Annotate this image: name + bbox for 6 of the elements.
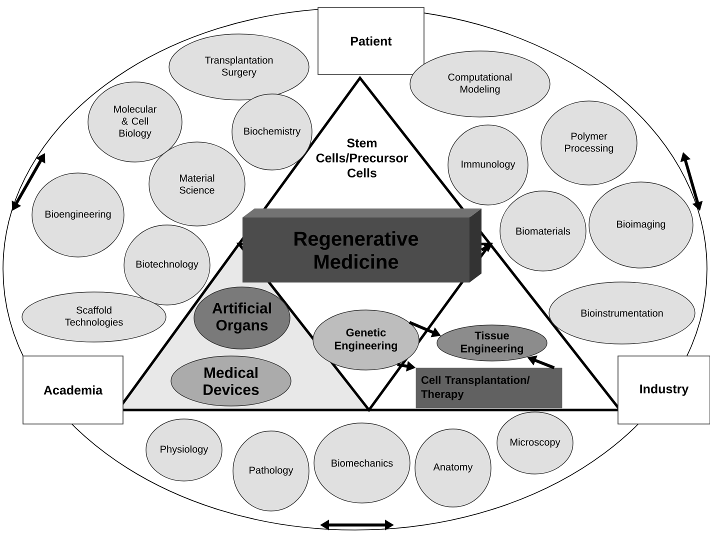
stakeholder-box: Academia	[22, 356, 124, 424]
title-block: Regenerative Medicine	[242, 208, 482, 282]
triangle-label: Stem Cells/Precursor Cells	[316, 138, 408, 178]
topic-box: Cell Transplantation/ Therapy	[416, 368, 562, 408]
stakeholder-box: Industry	[618, 356, 710, 424]
stakeholder-box: Patient	[318, 7, 424, 75]
